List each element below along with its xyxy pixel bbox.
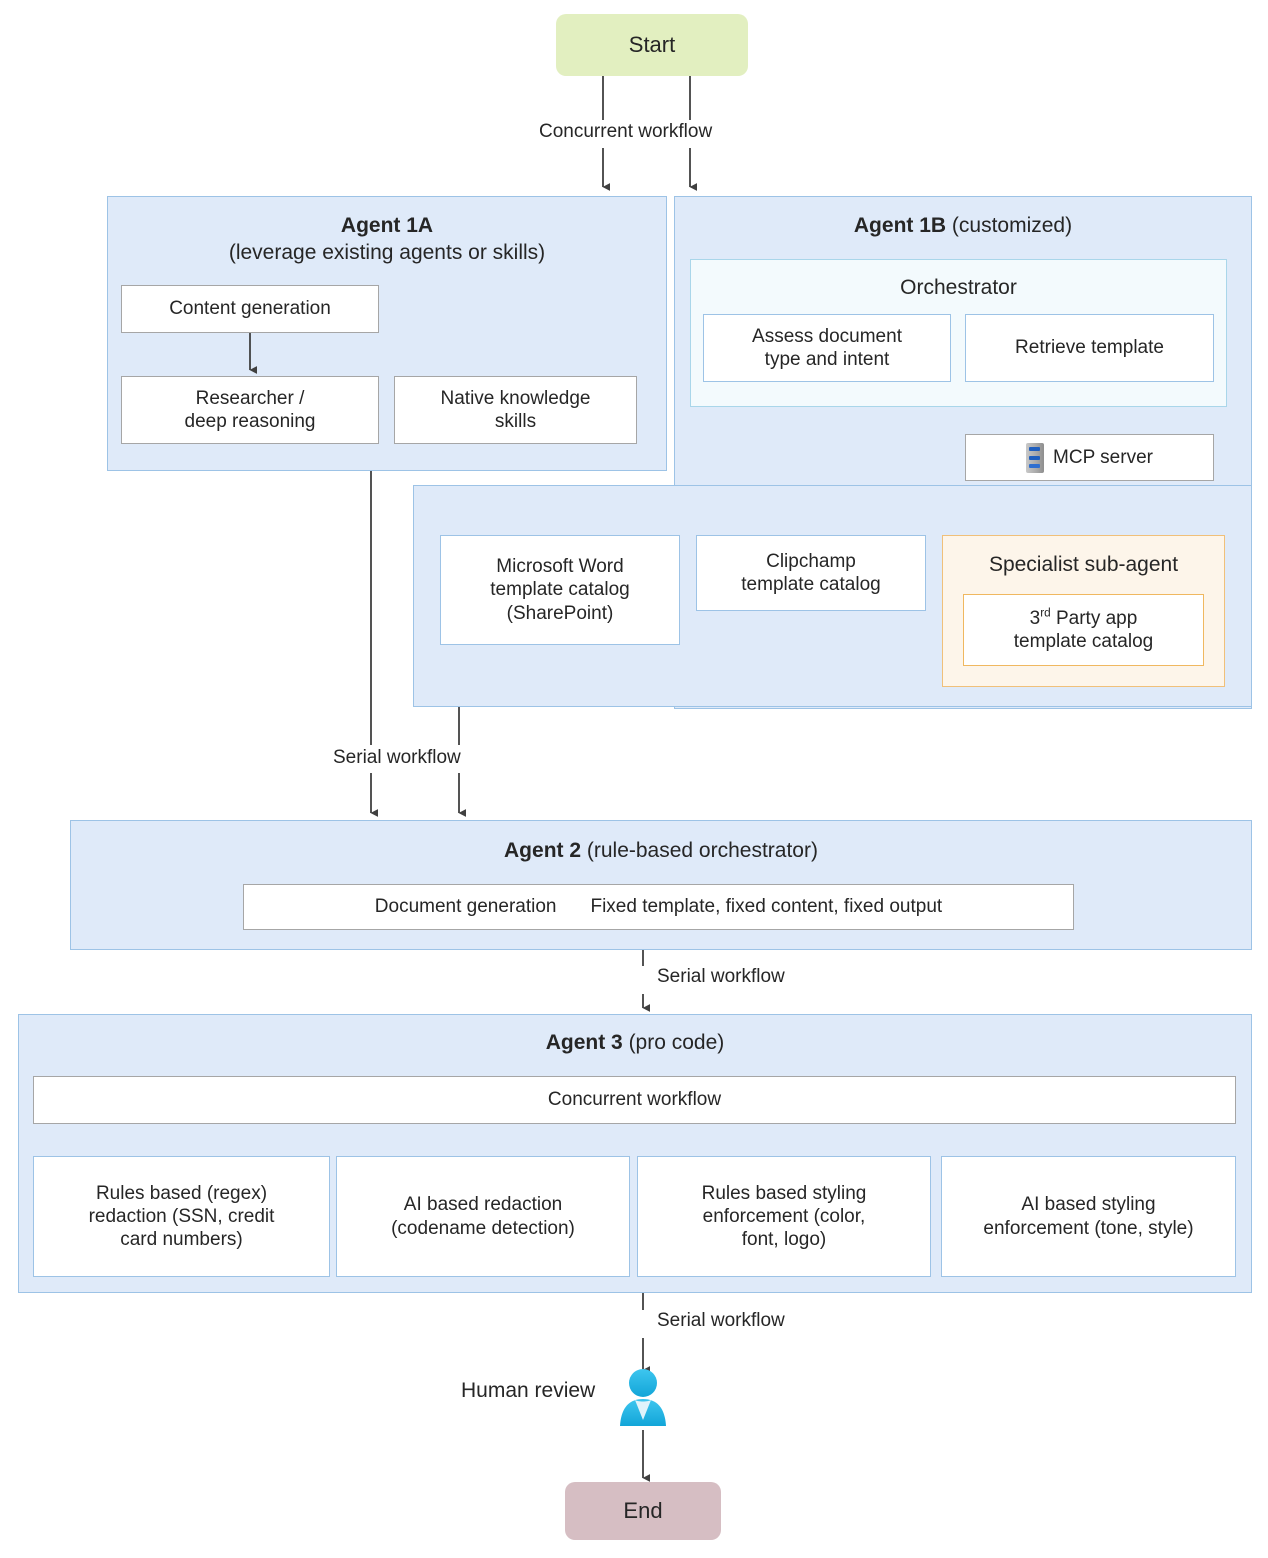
edge-label-concurrent-workflow-top: Concurrent workflow (539, 121, 713, 142)
box-word-catalog-label: Microsoft Word template catalog (SharePo… (490, 556, 630, 624)
box-clipchamp-catalog-label: Clipchamp template catalog (741, 550, 881, 595)
box-assess-document-type[interactable]: Assess document type and intent (703, 314, 951, 382)
box-researcher-label: Researcher / deep reasoning (184, 387, 316, 432)
orchestrator-label: Orchestrator (900, 276, 1017, 299)
agent-3-title: Agent 3 (pro code) (19, 1030, 1251, 1057)
box-rules-based-styling-enforcement[interactable]: Rules based styling enforcement (color, … (637, 1156, 931, 1277)
box-mcp-server[interactable]: MCP server (965, 434, 1214, 481)
end-node[interactable]: End (565, 1482, 721, 1540)
agent-3-title-bold: Agent 3 (545, 1031, 623, 1054)
human-review-label: Human review (461, 1379, 596, 1402)
box-3rd-party-label: 3rd Party app template catalog (1014, 607, 1153, 653)
agent-1b-title: Agent 1B (customized) (675, 213, 1251, 240)
box-rules-based-regex-redaction[interactable]: Rules based (regex) redaction (SSN, cred… (33, 1156, 330, 1277)
box-ai-based-redaction[interactable]: AI based redaction (codename detection) (336, 1156, 630, 1277)
box-ai-styling-label: AI based styling enforcement (tone, styl… (983, 1194, 1194, 1239)
agent-1a-title: Agent 1A (leverage existing agents or sk… (108, 213, 666, 267)
person-icon (620, 1369, 666, 1426)
box-retrieve-template[interactable]: Retrieve template (965, 314, 1214, 382)
start-label: Start (628, 32, 676, 57)
third-party-rest: Party app template catalog (1013, 607, 1154, 652)
edge-label-serial-workflow-3: Serial workflow (657, 1310, 785, 1331)
box-document-generation-right: Fixed template, fixed content, fixed out… (590, 896, 943, 918)
box-native-knowledge-label: Native knowledge skills (440, 387, 591, 432)
edge-label-serial-workflow-1: Serial workflow (333, 747, 461, 768)
box-retrieve-template-label: Retrieve template (1015, 337, 1164, 359)
box-clipchamp-template-catalog[interactable]: Clipchamp template catalog (696, 535, 926, 611)
box-ai-based-styling-enforcement[interactable]: AI based styling enforcement (tone, styl… (941, 1156, 1236, 1277)
box-microsoft-word-template-catalog[interactable]: Microsoft Word template catalog (SharePo… (440, 535, 680, 645)
end-label: End (623, 1498, 663, 1523)
box-content-generation[interactable]: Content generation (121, 285, 379, 333)
agent-2-title-rest: (rule-based orchestrator) (581, 839, 818, 862)
agent-1a-subtitle: (leverage existing agents or skills) (228, 240, 546, 264)
agent-3-title-rest: (pro code) (622, 1031, 725, 1054)
box-native-knowledge-skills[interactable]: Native knowledge skills (394, 376, 637, 444)
agent-2-title-bold: Agent 2 (504, 839, 582, 862)
box-document-generation-left: Document generation (374, 896, 557, 918)
start-node[interactable]: Start (556, 14, 748, 76)
box-concurrent-workflow[interactable]: Concurrent workflow (33, 1076, 1236, 1124)
box-rules-styling-label: Rules based styling enforcement (color, … (701, 1182, 867, 1251)
box-ai-redaction-label: AI based redaction (codename detection) (391, 1194, 575, 1239)
server-icon (1026, 442, 1045, 473)
agent-1b-title-bold: Agent 1B (853, 214, 947, 237)
third-party-num: 3 (1029, 607, 1041, 629)
box-researcher-deep-reasoning[interactable]: Researcher / deep reasoning (121, 376, 379, 444)
box-rules-regex-label: Rules based (regex) redaction (SSN, cred… (88, 1182, 275, 1251)
box-document-generation[interactable]: Document generation Fixed template, fixe… (243, 884, 1074, 930)
box-concurrent-workflow-label: Concurrent workflow (547, 1089, 722, 1111)
agent-1b-title-rest: (customized) (946, 214, 1073, 237)
box-mcp-server-label: MCP server (1053, 446, 1153, 468)
box-3rd-party-app-template-catalog[interactable]: 3rd Party app template catalog (963, 594, 1204, 666)
box-content-generation-label: Content generation (169, 298, 331, 320)
third-party-sup: rd (1040, 606, 1051, 620)
agent-1a-title-bold: Agent 1A (340, 214, 434, 237)
agent-2-title: Agent 2 (rule-based orchestrator) (71, 838, 1251, 865)
box-assess-document-label: Assess document type and intent (752, 325, 902, 370)
specialist-sub-agent-label: Specialist sub-agent (988, 553, 1179, 576)
edge-label-serial-workflow-2: Serial workflow (657, 966, 785, 987)
